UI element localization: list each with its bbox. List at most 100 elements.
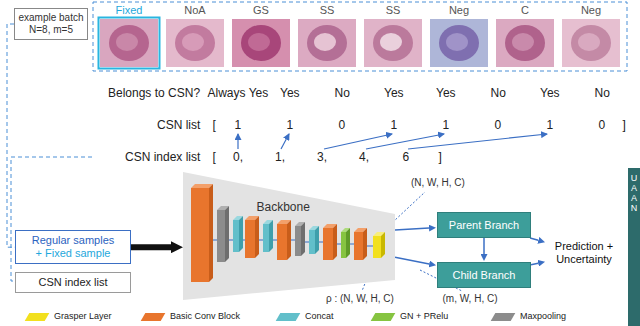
input-arrow: [131, 244, 171, 250]
tissue-ground: [166, 19, 224, 67]
node-text: C: [496, 3, 554, 17]
sample-tile: Fixed: [100, 3, 158, 69]
flow-arrow: [395, 228, 429, 230]
node-text: example batch N=8, m=5: [18, 12, 84, 36]
block-side: [209, 184, 213, 282]
index-arrow: [237, 134, 238, 149]
conv-block: [245, 216, 259, 258]
tissue-ground: [100, 19, 158, 67]
tile-image: [100, 19, 158, 67]
block-side: [301, 222, 305, 256]
block-face: [233, 220, 239, 252]
block-side: [315, 226, 319, 254]
glomerulus-core: [578, 33, 600, 51]
glomerulus: [571, 25, 611, 61]
legend-text: Basic Conv Block: [170, 311, 240, 322]
glomerulus-core: [116, 33, 138, 51]
glomerulus-core: [182, 33, 204, 51]
block-side: [381, 232, 385, 258]
node-text: UAAN: [630, 174, 639, 214]
block-side: [269, 220, 273, 252]
index-arrow: [281, 134, 289, 149]
block-face: [373, 236, 381, 258]
annotation-text: Yes: [280, 86, 300, 100]
node-text: Neg: [562, 3, 620, 17]
block-side: [333, 224, 337, 260]
glomerulus: [373, 25, 413, 61]
sample-tile: NoA: [166, 3, 224, 69]
index-arrow: [324, 134, 392, 149]
node-text: Prediction + Uncertainty: [546, 240, 622, 266]
node-text: GS: [232, 3, 290, 17]
node-text: Parent Branch: [449, 219, 519, 231]
annotation-text: No: [335, 86, 350, 100]
flow-arrow: [395, 257, 429, 264]
backbone-trapezoid: Backbone: [183, 170, 395, 302]
input-box: CSN index list: [15, 272, 131, 293]
batch-note-box: example batch N=8, m=5: [14, 8, 88, 40]
legend-text: Maxpooling: [520, 311, 566, 322]
annotation-text: No: [491, 86, 506, 100]
annotation-text: Yes: [384, 86, 404, 100]
annotation-text: 0: [599, 118, 606, 132]
annotation-text: 6: [403, 150, 410, 164]
legend-text: Concat: [305, 311, 334, 322]
annotation-text: 4,: [359, 150, 369, 164]
gn-prelu-block: [341, 228, 350, 258]
glomerulus: [439, 25, 479, 61]
annotation-text: CSN index list: [125, 150, 200, 164]
tile-image: [166, 19, 224, 67]
annotation-text: (N, W, H, C): [411, 177, 465, 189]
block-face: [263, 224, 269, 252]
tile-image: [298, 19, 356, 67]
fixed-outline: [99, 18, 160, 69]
block-face: [191, 188, 209, 282]
annotation-text: 1: [443, 118, 450, 132]
sample-tile: GS: [232, 3, 290, 69]
node-text: NoA: [166, 3, 224, 17]
concat-block: [309, 226, 319, 254]
block-side: [255, 216, 259, 258]
backbone-shape: [183, 172, 395, 300]
index-arrows: [238, 134, 547, 149]
sample-tile: SS: [298, 3, 356, 69]
maxpool-block: [217, 206, 229, 262]
sample-tile: SS: [364, 3, 422, 69]
input-box: Regular samples+ Fixed sample: [15, 230, 131, 264]
branch-box: Child Branch: [437, 262, 531, 288]
branch-box: Parent Branch: [437, 212, 531, 238]
tissue-ground: [562, 19, 620, 67]
block-face: [309, 230, 315, 254]
annotation-text: CSN list: [157, 118, 200, 132]
block-face: [323, 228, 333, 260]
tile-image: [430, 19, 488, 67]
maxpool-block: [295, 222, 305, 256]
node-text: Neg: [430, 3, 488, 17]
annotation-text: 1: [391, 118, 398, 132]
glomerulus: [505, 25, 545, 61]
sample-tile: Neg: [562, 3, 620, 69]
annotation-text: Yes: [436, 86, 456, 100]
node-text: CSN index list: [19, 276, 127, 289]
annotation-text: 1: [547, 118, 554, 132]
node-text: Child Branch: [453, 269, 516, 281]
tissue-ground: [364, 19, 422, 67]
tissue-ground: [298, 19, 356, 67]
node-text: Fixed: [100, 3, 158, 17]
tile-image: [232, 19, 290, 67]
tissue-ground: [232, 19, 290, 67]
glomerulus-core: [380, 33, 402, 51]
annotation-text: 0,: [233, 150, 243, 164]
tile-image: [496, 19, 554, 67]
sample-tile: Neg: [430, 3, 488, 69]
dashed-link: [7, 24, 15, 247]
flow-arrow: [530, 238, 538, 240]
block-face: [217, 210, 225, 262]
glomerulus-core: [446, 33, 468, 51]
block-side: [239, 216, 243, 252]
block-side: [363, 228, 367, 260]
tile-image: [364, 19, 422, 67]
legend-entry: Maxpooling: [490, 311, 566, 322]
output-node: Prediction + Uncertainty: [546, 240, 622, 266]
